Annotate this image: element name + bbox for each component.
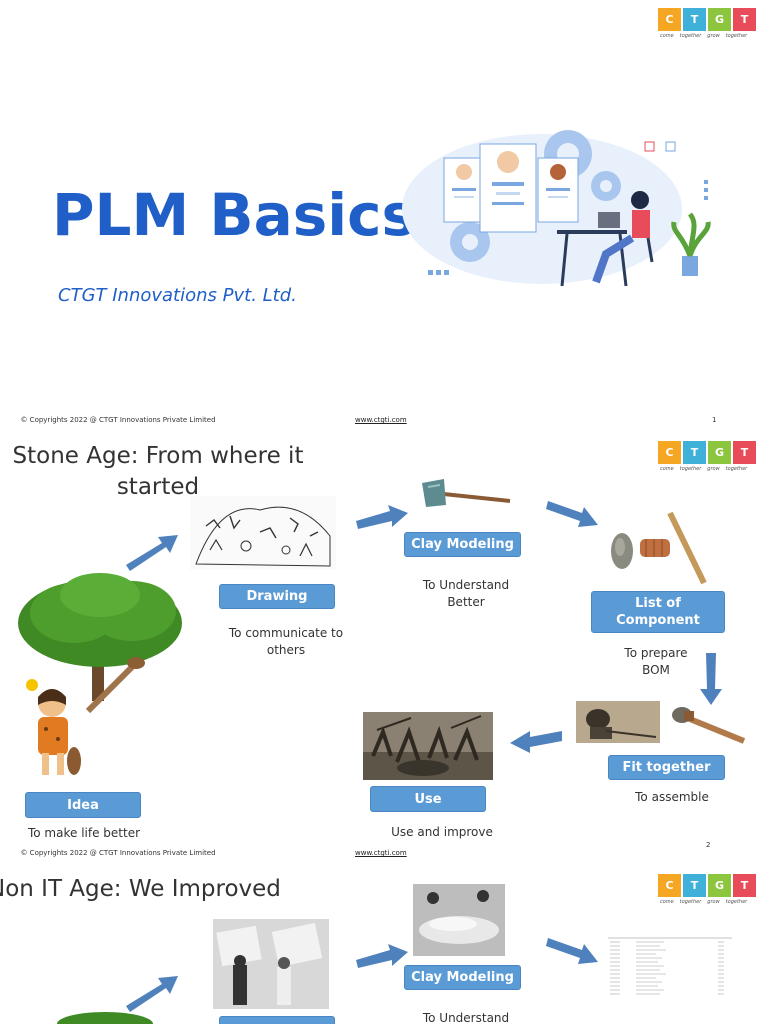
tagline-word: together bbox=[725, 466, 748, 472]
page-number: 2 bbox=[706, 841, 711, 849]
step-use: Use bbox=[370, 786, 486, 812]
cave-drawing-picture bbox=[190, 496, 336, 570]
footer-copyright: © Copyrights 2022 @ CTGT Innovations Pri… bbox=[20, 416, 216, 424]
slide-title: Non IT Age: We Improved bbox=[0, 876, 281, 902]
title-slide: C T G T come together grow together PLM … bbox=[0, 0, 768, 433]
arrow-right-down bbox=[546, 501, 598, 527]
arrow-right-down bbox=[546, 938, 598, 964]
stone-age-slide: C T G T come together grow together Ston… bbox=[0, 433, 768, 866]
caption-clay-modeling: To Understand Better bbox=[422, 578, 510, 609]
logo-tile-t: T bbox=[683, 441, 706, 464]
presentation-title: PLM Basics bbox=[52, 181, 417, 249]
finished-axe-picture bbox=[672, 707, 746, 744]
step-idea: Idea bbox=[25, 792, 141, 818]
footer-copyright: © Copyrights 2022 @ CTGT Innovations Pri… bbox=[20, 849, 216, 857]
step-clay-modeling: Clay Modeling bbox=[404, 965, 521, 990]
ctgt-logo: C T G T come together grow together bbox=[658, 8, 760, 44]
ctgt-logo: C T G T come together grow together bbox=[658, 874, 760, 910]
clay-modeling-photo bbox=[413, 884, 505, 956]
slide-title: Stone Age: From where it started bbox=[12, 443, 304, 500]
tagline-word: come bbox=[660, 466, 674, 472]
step-list-of-component: List of Component bbox=[591, 591, 725, 633]
footer-website-link[interactable]: www.ctgti.com bbox=[355, 416, 407, 424]
tagline-word: together bbox=[679, 33, 702, 39]
tagline-word: grow bbox=[707, 466, 720, 472]
caption-drawing: To communicate to others bbox=[228, 626, 344, 657]
arrow-right-up bbox=[126, 535, 178, 571]
tree-and-caveman-picture bbox=[18, 573, 182, 775]
logo-tile-c: C bbox=[658, 8, 681, 31]
caption-fit-together: To assemble bbox=[635, 790, 709, 804]
hero-illustration bbox=[402, 130, 711, 287]
non-it-age-slide: C T G T come together grow together Non … bbox=[0, 866, 768, 1024]
logo-tagline: come together grow together bbox=[658, 466, 760, 472]
tagline-word: together bbox=[679, 899, 702, 905]
step-drawing-partial bbox=[219, 1016, 335, 1024]
arrow-right bbox=[356, 944, 408, 968]
presentation-subtitle: CTGT Innovations Pvt. Ltd. bbox=[58, 285, 297, 306]
footer-website-link[interactable]: www.ctgti.com bbox=[355, 849, 407, 857]
tagline-word: together bbox=[725, 899, 748, 905]
logo-tile-c: C bbox=[658, 441, 681, 464]
tagline-word: come bbox=[660, 33, 674, 39]
bom-table-picture bbox=[606, 932, 734, 1004]
logo-tile-c: C bbox=[658, 874, 681, 897]
arrow-left bbox=[510, 731, 562, 753]
arrow-right bbox=[356, 505, 408, 529]
engineering-drafting-photo bbox=[213, 919, 329, 1009]
step-fit-together: Fit together bbox=[608, 755, 725, 780]
step-drawing: Drawing bbox=[219, 584, 335, 609]
arrow-down bbox=[700, 653, 722, 705]
caption-clay-modeling: To Understand bbox=[422, 1011, 510, 1024]
hunting-scene-picture bbox=[363, 712, 493, 780]
caption-idea: To make life better bbox=[27, 826, 141, 840]
logo-tile-g: G bbox=[708, 874, 731, 897]
step-clay-modeling: Clay Modeling bbox=[404, 532, 521, 557]
logo-tile-g: G bbox=[708, 8, 731, 31]
caption-list-of-component: To prepare BOM bbox=[624, 646, 688, 677]
tagline-word: together bbox=[725, 33, 748, 39]
stone-axe-picture bbox=[422, 479, 511, 507]
logo-tile-t: T bbox=[683, 874, 706, 897]
component-parts-picture bbox=[611, 511, 707, 585]
tagline-word: grow bbox=[707, 33, 720, 39]
page-number: 1 bbox=[712, 416, 717, 424]
tagline-word: come bbox=[660, 899, 674, 905]
logo-tile-t: T bbox=[683, 8, 706, 31]
ctgt-logo: C T G T come together grow together bbox=[658, 441, 760, 477]
assembly-photo-picture bbox=[576, 701, 660, 743]
tree-picture bbox=[57, 1012, 153, 1024]
logo-tile-t2: T bbox=[733, 8, 756, 31]
logo-tagline: come together grow together bbox=[658, 899, 760, 905]
tagline-word: together bbox=[679, 466, 702, 472]
arrow-right-up bbox=[126, 976, 178, 1012]
logo-tagline: come together grow together bbox=[658, 33, 760, 39]
caption-use: Use and improve bbox=[391, 825, 493, 839]
logo-tile-t2: T bbox=[733, 874, 756, 897]
logo-tile-g: G bbox=[708, 441, 731, 464]
logo-tile-t2: T bbox=[733, 441, 756, 464]
tagline-word: grow bbox=[707, 899, 720, 905]
